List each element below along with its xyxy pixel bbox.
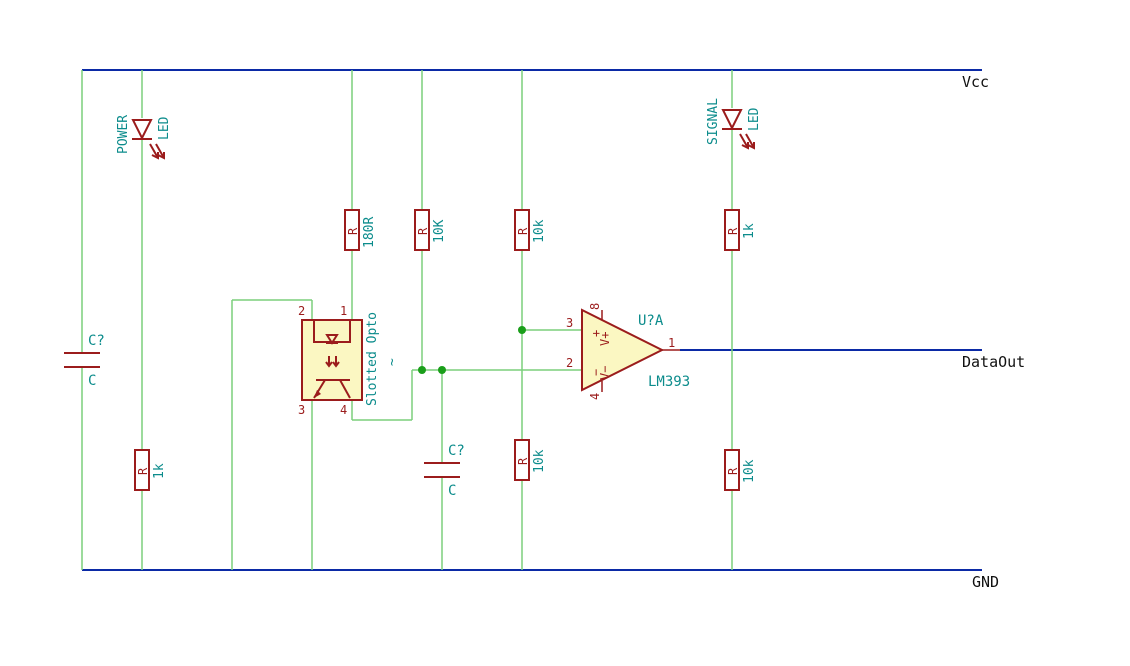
resistor-10k-b-body (514, 209, 530, 251)
r-sig-top-value: 1k (742, 223, 757, 239)
resistor-180r-body (344, 209, 360, 251)
signal-led-icon (721, 109, 755, 150)
opto-pin-3: 3 (298, 403, 305, 417)
opamp-vplus: V+ (598, 332, 612, 346)
opamp-pin-1: 1 (668, 336, 675, 350)
opto-pin-4: 4 (340, 403, 347, 417)
opamp-value: LM393 (648, 374, 690, 390)
gnd-net-label: GND (972, 573, 999, 591)
slotted-opto: 2 1 3 4 Slotted Opto ~ R 180R (231, 70, 413, 570)
c2-ref: C? (448, 443, 465, 459)
opamp-pin-2: 2 (566, 356, 573, 370)
opto-body (301, 319, 363, 401)
vcc-net-label: Vcc (962, 73, 989, 91)
r-10k-c-ref: R (516, 457, 530, 465)
r-180-value: 180R (362, 217, 377, 248)
power-led-value: LED (157, 116, 172, 140)
power-led-branch: POWER LED R 1k (116, 70, 172, 570)
comparator-lm393: 3 2 1 8 4 + − V+ V− U?A LM393 (566, 303, 690, 400)
opto-pin-1: 1 (340, 304, 347, 318)
power-led-icon (131, 119, 165, 160)
r-sig-top-ref: R (726, 227, 740, 235)
dataout-net-label: DataOut (962, 353, 1025, 371)
opamp-pin-8: 8 (588, 303, 602, 310)
junction-dot (438, 366, 446, 374)
comparator-body (581, 308, 665, 392)
opamp-plus-sign: + (589, 330, 603, 337)
c1-ref: C? (88, 333, 105, 349)
signal-led-ref: SIGNAL (706, 98, 721, 145)
c2-value: C (448, 483, 456, 499)
signal-led-branch: SIGNAL LED R 1k R 10k (706, 70, 762, 570)
r-180-ref: R (346, 227, 360, 235)
r-10k-b-value: 10k (532, 219, 547, 243)
resistor-signal-bottom-body (724, 449, 740, 491)
opto-label: Slotted Opto (365, 312, 380, 406)
r-sig-bot-ref: R (726, 467, 740, 475)
opamp-ref: U?A (638, 313, 664, 329)
opto-ref: ~ (385, 358, 400, 366)
resistor-10k-c-body (514, 439, 530, 481)
opamp-pin-3: 3 (566, 316, 573, 330)
power-led-ref: POWER (116, 115, 131, 154)
resistor-signal-top-body (724, 209, 740, 251)
opto-pin-2: 2 (298, 304, 305, 318)
reference-divider: R 10k R 10k (514, 70, 582, 570)
c1-value: C (88, 373, 96, 389)
signal-led-value: LED (747, 107, 762, 131)
opamp-minus-sign: − (589, 369, 603, 376)
r-10k-c-value: 10k (532, 449, 547, 473)
junction-dot (418, 366, 426, 374)
resistor-10k-a-body (414, 209, 430, 251)
opamp-vminus: V− (598, 366, 612, 380)
opamp-pin-4: 4 (588, 393, 602, 400)
r-10k-b-ref: R (516, 227, 530, 235)
r-power-value: 1k (152, 463, 167, 479)
r-sig-bot-value: 10k (742, 459, 757, 483)
pullup-10k-branch: R 10K C? C (412, 70, 582, 570)
junction-dot (518, 326, 526, 334)
resistor-power-body (134, 449, 150, 491)
r-10k-a-value: 10K (432, 219, 447, 243)
r-10k-a-ref: R (416, 227, 430, 235)
r-power-ref: R (136, 467, 150, 475)
capacitor-c1: C? C (64, 70, 105, 570)
